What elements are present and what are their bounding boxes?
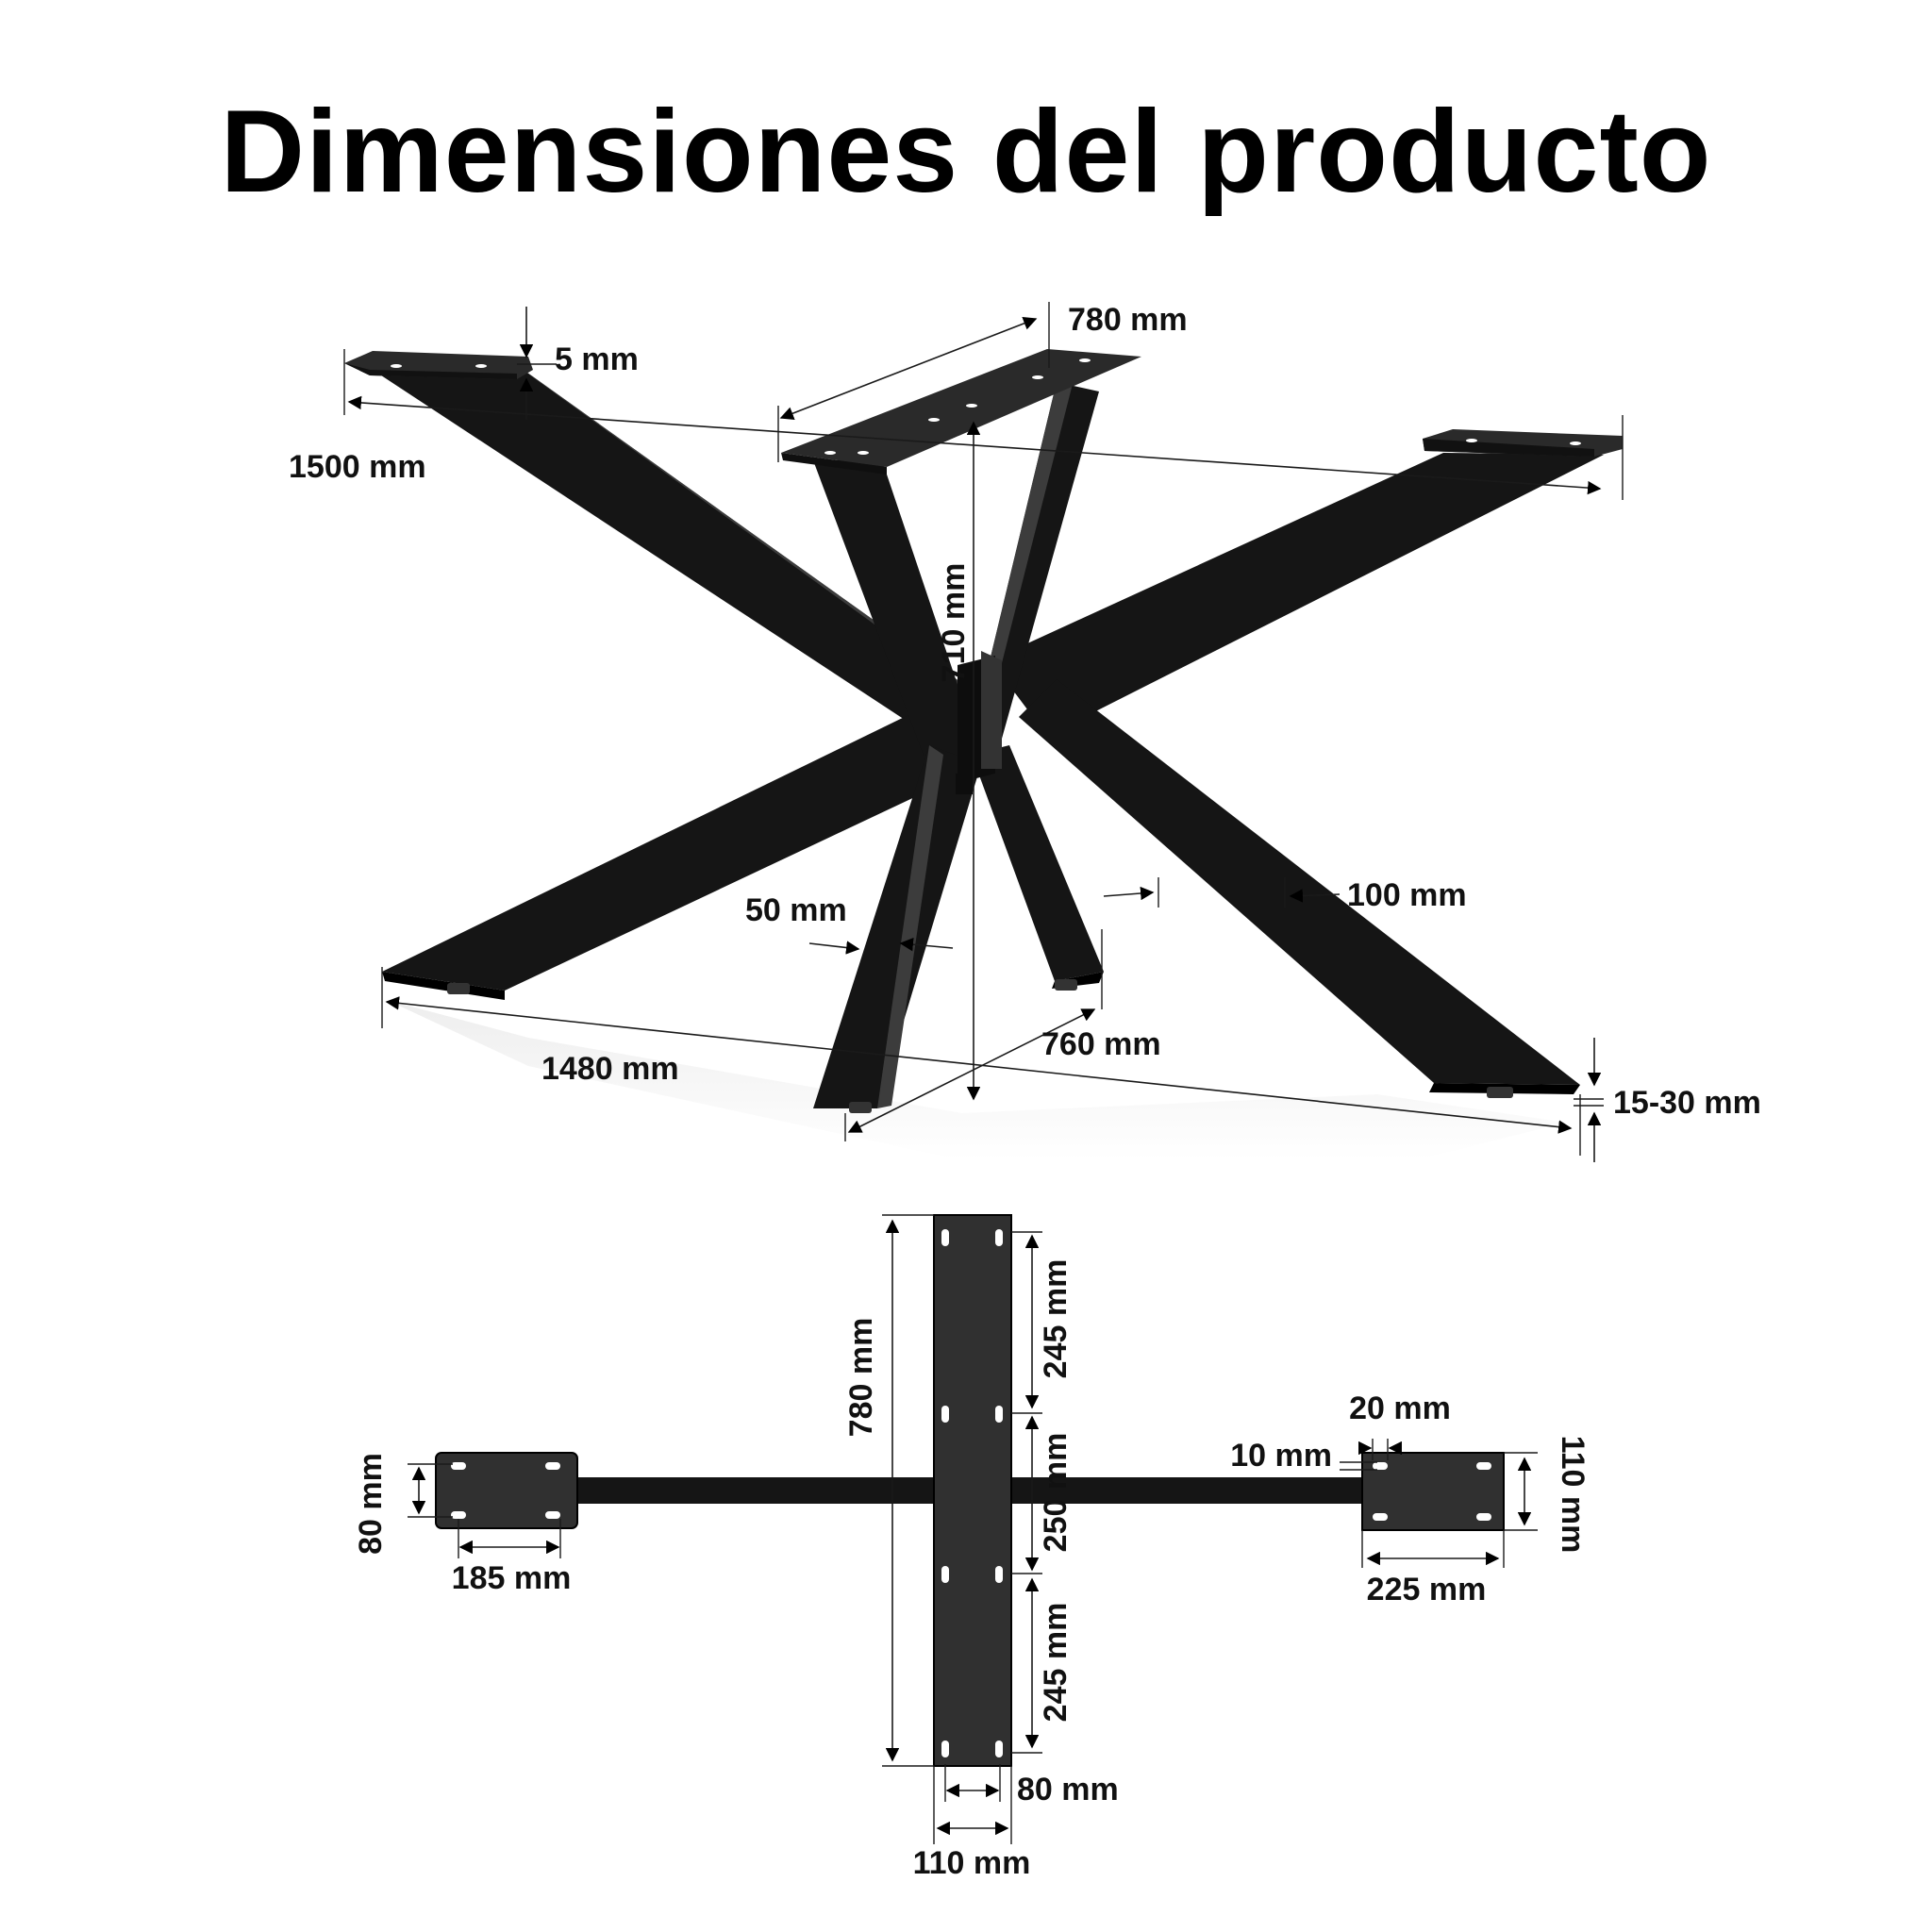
label-center-plate-width: 110 mm xyxy=(913,1845,1031,1881)
label-height: 710 mm xyxy=(936,563,972,683)
top-view-labels: 780 mm 245 mm 250 mm 245 mm 80 mm 110 mm… xyxy=(353,1259,1591,1881)
label-base-width: 760 mm xyxy=(1041,1026,1161,1062)
leg-back-lower-right xyxy=(972,745,1104,981)
label-hole-spacing-middle: 250 mm xyxy=(1038,1433,1074,1553)
label-hole-spacing-bottom: 245 mm xyxy=(1038,1603,1074,1723)
page-title: Dimensiones del producto xyxy=(220,87,1712,217)
label-left-plate-height: 80 mm xyxy=(353,1453,389,1555)
label-slot-width: 20 mm xyxy=(1349,1391,1451,1426)
perspective-dimension-lines xyxy=(343,302,1624,1162)
label-right-plate-width: 225 mm xyxy=(1367,1572,1487,1607)
label-top-width: 780 mm xyxy=(1068,302,1188,338)
top-view-dimension-lines xyxy=(408,1214,1538,1844)
label-leg-width-small: 50 mm xyxy=(745,892,847,928)
arm-front-left xyxy=(382,693,1005,991)
table-leg-perspective xyxy=(344,349,1623,1160)
label-leg-width-large: 100 mm xyxy=(1347,877,1467,913)
label-center-plate-length: 780 mm xyxy=(843,1318,879,1438)
leg-back-upper-left xyxy=(813,460,981,783)
label-slot-height: 10 mm xyxy=(1230,1438,1332,1474)
label-base-length: 1480 mm xyxy=(541,1051,679,1087)
label-left-hole-spacing: 185 mm xyxy=(452,1560,572,1596)
label-top-length: 1500 mm xyxy=(289,449,426,485)
arm-back-right xyxy=(991,453,1604,736)
label-glide-height: 15-30 mm xyxy=(1613,1085,1761,1121)
arm-front-right xyxy=(1019,679,1580,1085)
top-view xyxy=(435,1214,1505,1767)
label-plate-thickness: 5 mm xyxy=(555,341,639,377)
perspective-labels: 780 mm 5 mm 1500 mm 710 mm 50 mm 100 mm … xyxy=(289,302,1761,1121)
top-view-center-plate xyxy=(933,1214,1012,1767)
top-view-slots xyxy=(451,1229,1491,1757)
label-right-plate-height: 110 mm xyxy=(1555,1436,1591,1554)
label-hole-spacing-top: 245 mm xyxy=(1038,1259,1074,1379)
top-view-left-plate xyxy=(435,1452,578,1529)
label-center-hole-spacing: 80 mm xyxy=(1017,1772,1119,1807)
